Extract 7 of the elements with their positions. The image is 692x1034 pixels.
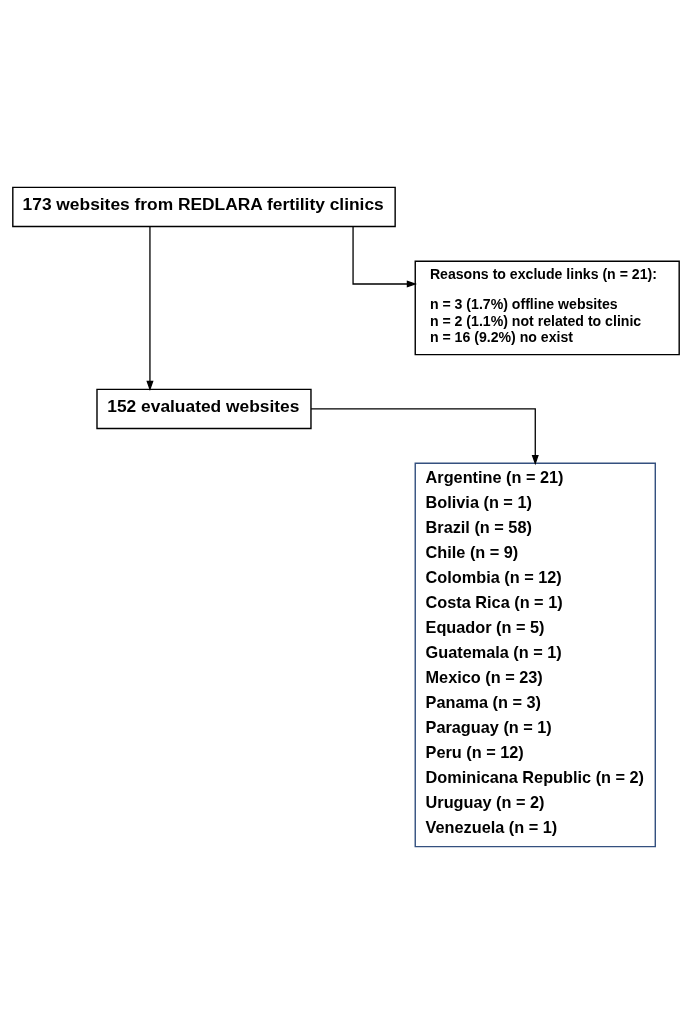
arrow [146, 226, 154, 392]
arrow [310, 408, 539, 466]
node-box: 173 websites from REDLARA fertility clinics [12, 186, 396, 228]
arrow [352, 226, 417, 288]
node-box: Reasons to exclude links (n = 21): n = 3 (1.7%) offline websites n = 2 (1.1%) not related to clinic n = 16 (9.2%) no exist [414, 260, 680, 356]
node-box: 152 evaluated websites [96, 388, 312, 430]
node-box: Argentine (n = 21) Bolivia (n = 1) Brazil (n = 58) Chile (n = 9) Colombia (n = 12) Costa Rica (n = 1) Equador (n = 5) Guatemala (n = 1) Mexico (n = 23) Panama (n = 3) Paraguay (n = 1) Peru (n = 12) Dominicana Republic (n = 2) Uruguay (n = 2) Venezuela (n = 1) [414, 462, 656, 848]
